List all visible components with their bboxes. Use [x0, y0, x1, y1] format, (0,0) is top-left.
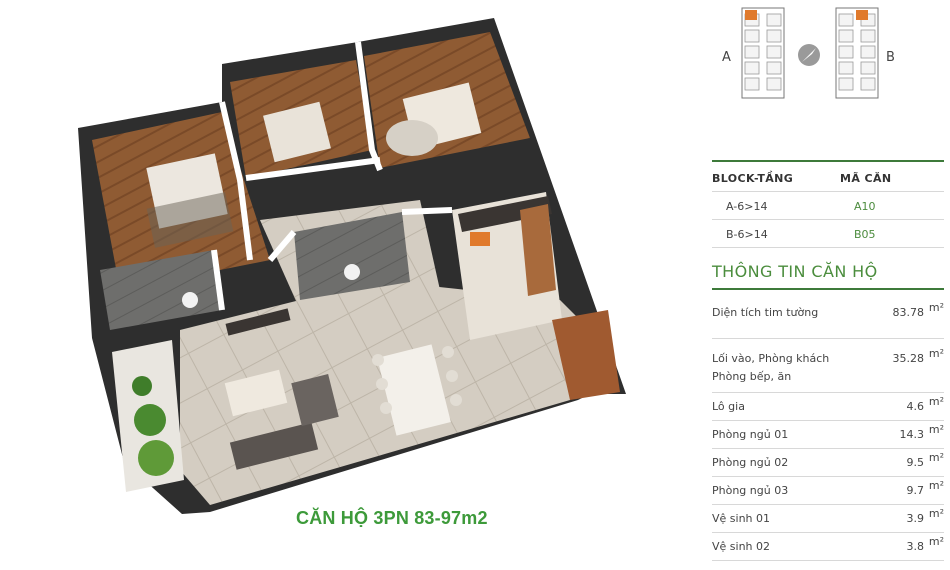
info-row-unit: m²	[928, 423, 944, 436]
table-divider	[712, 247, 944, 248]
bathroom-2-floor	[100, 250, 222, 330]
info-row-unit: m²	[928, 479, 944, 492]
kitchen-cabinet	[520, 204, 556, 296]
info-row-unit: m²	[928, 535, 944, 548]
info-row: Phòng ngủ 02 9.5 m²	[712, 451, 944, 474]
info-row-label: Vệ sinh 02	[712, 540, 771, 553]
info-divider	[712, 504, 944, 505]
floor-plan-render	[78, 18, 626, 514]
plant	[138, 440, 174, 476]
block-b-label: B	[886, 50, 895, 65]
table-row-block: B-6>14	[726, 228, 768, 241]
key-plan: A B	[700, 0, 950, 120]
info-row-unit: m²	[928, 395, 944, 408]
kitchen-counter	[458, 196, 552, 232]
info-divider	[712, 476, 944, 477]
info-divider	[712, 420, 944, 421]
bathroom-2-toilet	[182, 292, 198, 308]
info-row: Diện tích tim tường 83.78 m²	[712, 301, 944, 326]
info-row-value: 9.5	[906, 456, 925, 469]
info-divider	[712, 338, 944, 339]
info-row-unit: m²	[928, 347, 944, 360]
bathroom-1-floor	[294, 212, 410, 300]
info-row-unit: m²	[928, 451, 944, 464]
dining-chair	[380, 402, 392, 414]
info-panel: A B	[700, 0, 950, 570]
table-divider	[712, 191, 944, 192]
info-row-label: Phòng ngủ 03	[712, 484, 789, 497]
info-row: Phòng ngủ 01 14.3 m²	[712, 423, 944, 446]
info-row-label: Lô gia	[712, 400, 745, 413]
info-row: Phòng ngủ 03 9.7 m²	[712, 479, 944, 502]
info-row: Vệ sinh 02 3.8 m²	[712, 535, 944, 558]
table-header-code: MÃ CĂN	[840, 172, 892, 185]
tv-console	[225, 308, 291, 336]
info-top-rule	[712, 288, 944, 290]
table-top-rule	[712, 160, 944, 162]
dining-chair	[376, 378, 388, 390]
dining-table	[377, 344, 451, 436]
info-row-value: 9.7	[906, 484, 925, 497]
compass-icon	[798, 44, 820, 66]
info-row-unit: m²	[928, 301, 944, 314]
info-row-label: Vệ sinh 01	[712, 512, 771, 525]
info-row-value: 14.3	[899, 428, 925, 441]
table-divider	[712, 219, 944, 220]
table-row-code: B05	[854, 228, 876, 241]
table-header-block: BLOCK-TẦNG	[712, 172, 794, 185]
info-row: Lối vào, Phòng khách Phòng bếp, ăn 35.28…	[712, 347, 944, 390]
info-row-unit: m²	[928, 507, 944, 520]
plant	[134, 404, 166, 436]
table-row-code: A10	[854, 200, 876, 213]
living-armchair	[291, 374, 339, 426]
interior-walls	[211, 41, 453, 311]
apartment-info-title: THÔNG TIN CĂN HỘ	[712, 262, 878, 281]
kitchen-stove	[470, 232, 490, 246]
info-row-value: 83.78	[892, 306, 925, 319]
living-rug	[224, 369, 288, 417]
info-row-label: Phòng ngủ 01	[712, 428, 789, 441]
block-a-key-plan-icon	[741, 7, 785, 99]
info-divider	[712, 532, 944, 533]
info-row-value: 35.28	[892, 352, 925, 365]
info-row: Lô gia 4.6 m²	[712, 395, 944, 418]
dining-chair	[450, 394, 462, 406]
info-row: Vệ sinh 01 3.9 m²	[712, 507, 944, 530]
bedroom-1-rug	[146, 192, 234, 248]
info-row-value: 3.8	[906, 540, 925, 553]
bedroom-3-rug	[386, 120, 438, 156]
dining-chair	[446, 370, 458, 382]
bathroom-1-toilet	[344, 264, 360, 280]
floor-plan-illustration: CĂN HỘ 3PN 83-97m2	[78, 18, 626, 528]
block-b-key-plan-icon	[835, 7, 879, 99]
kitchen-side-panel	[552, 310, 620, 400]
info-row-label: Diện tích tim tường	[712, 306, 819, 319]
table-row-block: A-6>14	[726, 200, 768, 213]
living-sofa	[229, 422, 319, 470]
info-row-label-line-2: Phòng bếp, ăn	[712, 370, 792, 383]
dining-chair	[442, 346, 454, 358]
info-divider	[712, 560, 944, 561]
info-row-value: 3.9	[906, 512, 925, 525]
info-row-label: Phòng ngủ 02	[712, 456, 789, 469]
bedroom-2-bed	[263, 101, 331, 163]
apartment-type-caption: CĂN HỘ 3PN 83-97m2	[296, 508, 488, 528]
dining-chair	[372, 354, 384, 366]
plant	[132, 376, 152, 396]
info-divider	[712, 448, 944, 449]
info-divider	[712, 392, 944, 393]
info-row-value: 4.6	[906, 400, 925, 413]
info-row-label: Lối vào, Phòng khách	[712, 352, 830, 365]
block-a-label: A	[722, 50, 731, 65]
